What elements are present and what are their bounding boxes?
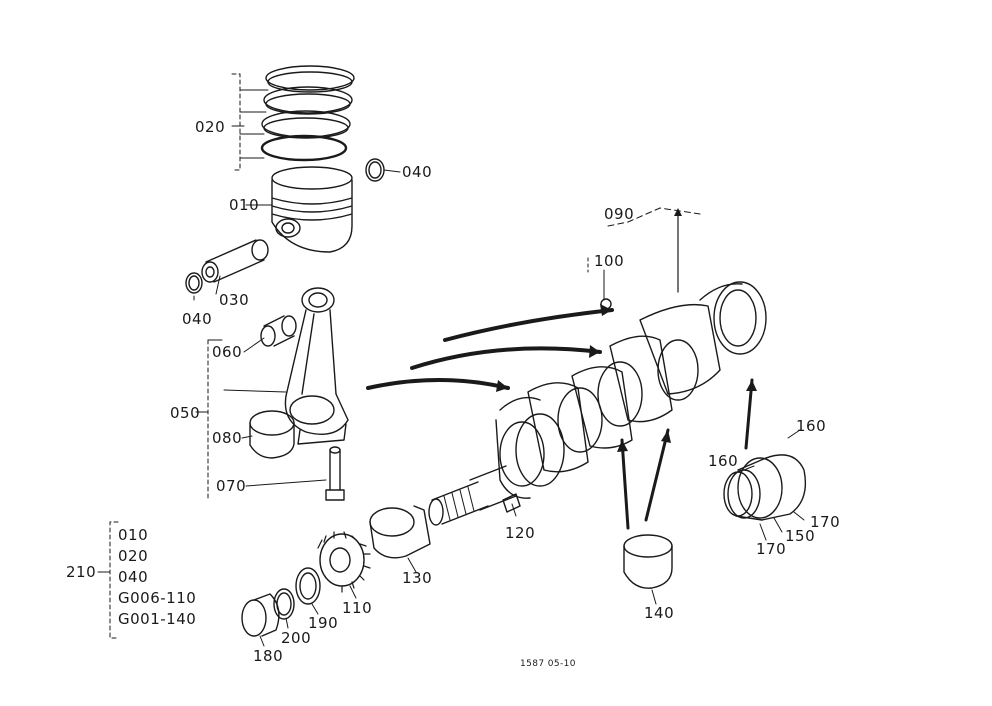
label-170-right: 170 [810, 513, 841, 531]
label-060: 060 [212, 343, 243, 361]
label-200: 200 [281, 629, 312, 647]
kit-item: 010 [118, 526, 149, 544]
small-end-bushing [260, 315, 297, 347]
gear-110 [317, 531, 371, 593]
label-120: 120 [505, 524, 536, 542]
kit-item: G006-110 [118, 589, 197, 607]
label-040-right: 040 [402, 163, 433, 181]
label-140: 140 [644, 604, 675, 622]
bearing-case-150 [723, 454, 807, 521]
kit-item: 020 [118, 547, 149, 565]
label-070: 070 [216, 477, 247, 495]
label-110: 110 [342, 599, 373, 617]
label-020: 020 [195, 118, 226, 136]
label-210: 210 [66, 563, 97, 581]
thrust-collar-190 [295, 567, 321, 605]
crank-gear-spline [428, 481, 489, 526]
rod-bearing [249, 410, 295, 459]
plug-100 [600, 298, 612, 310]
label-100: 100 [594, 252, 625, 270]
label-050: 050 [170, 404, 201, 422]
label-190: 190 [308, 614, 339, 632]
piston-rings [260, 65, 355, 162]
label-040-left: 040 [182, 310, 213, 328]
assembly-arrows [366, 209, 754, 530]
label-160-left: 160 [708, 452, 739, 470]
leader-lines [97, 73, 805, 647]
label-160-top: 160 [796, 417, 827, 435]
circlip-left [185, 272, 203, 294]
kit-item: G001-140 [118, 610, 197, 628]
label-030: 030 [219, 291, 250, 309]
label-150: 150 [785, 527, 816, 545]
woodruff-key [502, 493, 521, 513]
main-bearing-140 [623, 534, 673, 589]
label-080: 080 [212, 429, 243, 447]
footer-code: 1587 05-10 [520, 659, 576, 669]
piston-pin [201, 239, 269, 283]
label-090: 090 [604, 205, 635, 223]
collar-180 [241, 593, 280, 637]
circlip-right [365, 158, 385, 182]
piston [271, 166, 353, 253]
label-170-left: 170 [756, 540, 787, 558]
label-130: 130 [402, 569, 433, 587]
kit-item: 040 [118, 568, 149, 586]
connecting-rod [284, 287, 349, 445]
label-010: 010 [229, 196, 260, 214]
crank-bushing-130 [369, 505, 431, 559]
rod-bolt [325, 446, 345, 501]
arrowheads [496, 208, 757, 452]
crankshaft [469, 281, 767, 511]
label-180: 180 [253, 647, 284, 665]
